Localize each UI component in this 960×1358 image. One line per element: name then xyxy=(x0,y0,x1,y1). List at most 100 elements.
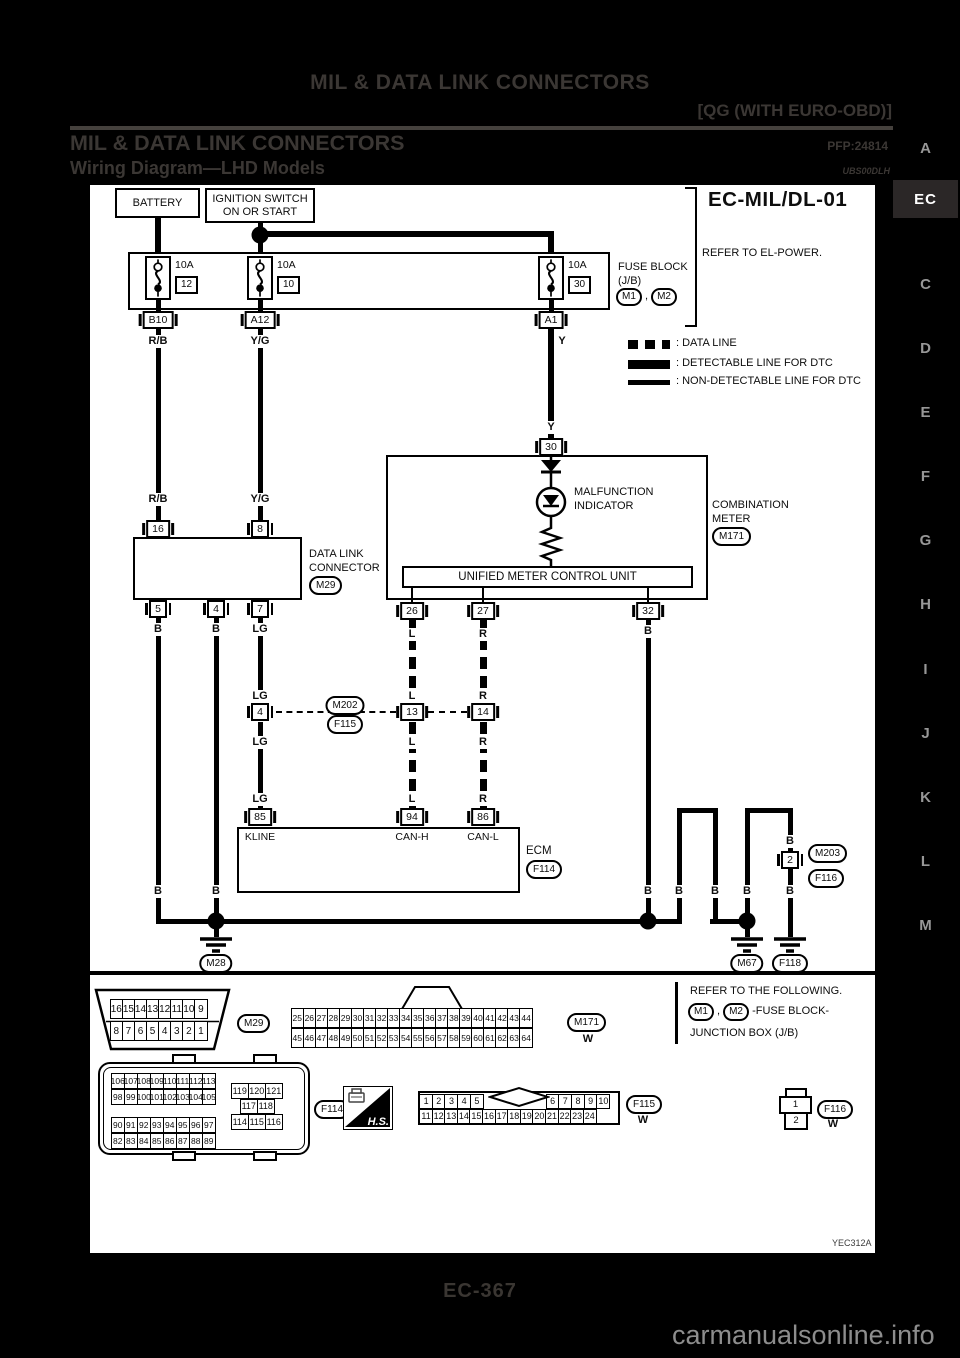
wire-color-label: L xyxy=(405,628,419,641)
refer-el-power: REFER TO EL-POWER. xyxy=(702,247,823,259)
pin-cell: 119 xyxy=(230,1083,249,1099)
margin-tab-ec-active: EC xyxy=(893,180,958,218)
malfunction-label-2: INDICATOR xyxy=(574,500,634,512)
wire-color-label: B xyxy=(641,885,655,898)
data-wire xyxy=(479,619,487,704)
wire xyxy=(744,807,793,813)
dlc-pin-5: 5 xyxy=(145,600,171,618)
pin-cell: 118 xyxy=(256,1098,275,1114)
wire-color-label: Y xyxy=(544,421,558,434)
pin-cell: 18 xyxy=(507,1108,522,1124)
wire xyxy=(744,925,750,937)
wire-color-label: B xyxy=(783,885,797,898)
connector-ref-m203: M203 xyxy=(808,844,848,863)
wire-color-label: B xyxy=(672,885,686,898)
ignition-label-1: IGNITION SWITCH xyxy=(212,192,308,205)
pin-cell: 38 xyxy=(447,1008,461,1028)
junction-dot xyxy=(738,912,756,930)
pin-cell: 120 xyxy=(247,1083,266,1099)
inline-connector-pin-13: 13 xyxy=(396,703,428,721)
pin-cell: 98 xyxy=(110,1089,125,1105)
wire xyxy=(548,298,554,312)
battery-box: BATTERY xyxy=(115,188,200,218)
margin-tab-a: A xyxy=(920,140,931,157)
connector-dashed-link xyxy=(428,711,467,713)
fuse-block-suffix: -FUSE BLOCK- xyxy=(752,1005,830,1017)
hs-label: H.S. xyxy=(367,1116,389,1128)
pin-cell: 29 xyxy=(338,1008,353,1028)
wire xyxy=(548,329,554,439)
margin-tab-f: F xyxy=(920,468,931,485)
fuse-block-label-1: FUSE BLOCK xyxy=(618,261,688,273)
connector-ref-f116: F116 xyxy=(808,869,845,888)
fuse-number: 10 xyxy=(277,276,301,294)
ignition-switch-box: IGNITION SWITCH ON OR START xyxy=(205,188,315,223)
wire-color-label: B xyxy=(209,623,223,636)
wiring-diagram-panel: EC-MIL/DL-01 REFER TO EL-POWER. BATTERY … xyxy=(90,185,875,1253)
connector-ref-m202: M202 xyxy=(325,696,365,715)
f114-tab xyxy=(253,1054,277,1064)
section-pfp-code: PFP:24814 xyxy=(827,139,888,153)
m29-connector-outline xyxy=(94,988,231,1051)
fuse-number: 30 xyxy=(568,276,592,294)
m171-connector-notch xyxy=(400,986,464,1010)
wire xyxy=(548,231,554,253)
margin-tab-h: H xyxy=(920,596,931,613)
legend-detectable-swatch xyxy=(628,360,670,369)
margin-tab-m: M xyxy=(919,917,932,934)
hs-icon: H.S. xyxy=(343,1086,393,1130)
footer-refer-1: REFER TO THE FOLLOWING. xyxy=(690,985,843,997)
watermark: carmanualsonline.info xyxy=(672,1320,935,1350)
wire xyxy=(257,231,554,237)
wire xyxy=(155,218,161,252)
ecm-terminal-label: CAN-L xyxy=(464,831,502,844)
wire-color-label: R xyxy=(476,690,490,703)
page-header-title: MIL & DATA LINK CONNECTORS xyxy=(310,71,650,94)
page-number: EC-367 xyxy=(443,1280,517,1302)
dlc-pin-4: 4 xyxy=(203,600,229,618)
meter-pin-27: 27 xyxy=(467,602,499,620)
connector-color-label: W xyxy=(582,1033,594,1045)
section-title: MIL & DATA LINK CONNECTORS xyxy=(70,131,405,155)
wire xyxy=(257,298,263,312)
margin-tab-l: L xyxy=(920,853,931,870)
ecm-terminal-label: CAN-H xyxy=(392,831,432,844)
wire xyxy=(257,329,263,520)
pin-cell: 1 xyxy=(194,1021,208,1041)
diagram-title: EC-MIL/DL-01 xyxy=(708,188,848,211)
resistor-icon xyxy=(538,522,564,568)
pin-cell: 44 xyxy=(519,1008,533,1028)
diamond-icon xyxy=(488,1086,550,1108)
legend-data-line-swatch xyxy=(628,340,670,349)
pin-cell: 5 xyxy=(469,1093,484,1109)
connector-ref-m29: M29 xyxy=(309,576,343,595)
connector-ref-f116-footer: F116 xyxy=(817,1100,854,1119)
pin-cell: 64 xyxy=(519,1028,533,1048)
dlc-label-1: DATA LINK xyxy=(309,548,364,560)
connector-ref-f115-footer: F115 xyxy=(626,1095,663,1114)
pin-cell: 114 xyxy=(230,1114,249,1130)
data-link-connector-box xyxy=(133,537,302,600)
wire xyxy=(712,810,718,921)
unified-meter-control-unit: UNIFIED METER CONTROL UNIT xyxy=(402,566,693,588)
wire-color-label: L xyxy=(405,736,419,749)
wire xyxy=(257,617,263,704)
figure-code: YEC312A xyxy=(832,1238,872,1248)
pin-cell: 89 xyxy=(201,1133,216,1149)
wire-color-label: LG xyxy=(249,690,271,703)
refer-bracket xyxy=(685,187,697,327)
f114-connector-inner xyxy=(103,1067,305,1150)
malfunction-indicator-icon xyxy=(535,482,567,522)
legend-non-detectable-swatch xyxy=(628,380,670,385)
pin-cell: 104 xyxy=(188,1089,203,1105)
footer-refer-2: M1 , M2 -FUSE BLOCK- xyxy=(688,1003,829,1021)
connector-ref-m2: M2 xyxy=(651,288,677,306)
wire xyxy=(155,298,161,312)
combination-meter-label-2: METER xyxy=(712,513,751,525)
